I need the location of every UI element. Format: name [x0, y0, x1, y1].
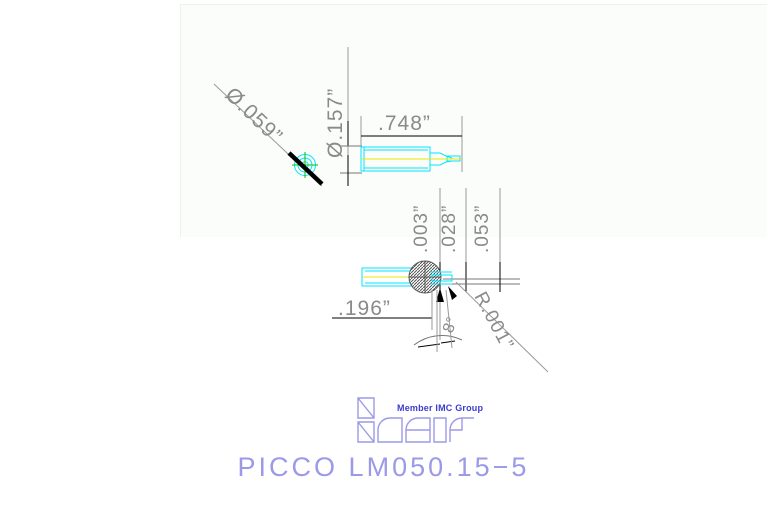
dimension-text-len-196: .196” — [338, 297, 391, 320]
dimension-len-748 — [360, 116, 463, 172]
dimension-text-rad-001: R.001” — [470, 288, 518, 354]
dimension-text-dia-157: Ø.157” — [324, 88, 347, 158]
dimension-ang-8 — [413, 289, 463, 352]
drawing-panel-lower — [180, 237, 767, 523]
iscar-logo — [357, 397, 474, 443]
detail-callout-circle — [213, 83, 324, 187]
part-enlarged-view — [361, 260, 457, 302]
dimension-text-d-028: .028” — [439, 205, 460, 253]
part-main-side-view — [360, 146, 461, 172]
dimension-text-dia-059: Ø.059” — [221, 83, 287, 148]
dimension-dia-157 — [340, 47, 362, 186]
dimension-text-d-003: .003” — [411, 205, 432, 253]
part-title: PICCO LM050.15−5 — [237, 452, 530, 482]
dimension-len-196 — [332, 290, 433, 330]
dimension-d-028 — [443, 188, 520, 292]
dimension-text-d-053: .053” — [472, 205, 493, 253]
dimension-text-ang-8: 8° — [440, 315, 461, 336]
drawing-panel-upper — [180, 4, 767, 238]
imc-tagline: Member IMC Group — [397, 403, 484, 413]
dimension-text-len-748: .748” — [378, 112, 431, 135]
dimension-rad-001 — [455, 281, 549, 373]
